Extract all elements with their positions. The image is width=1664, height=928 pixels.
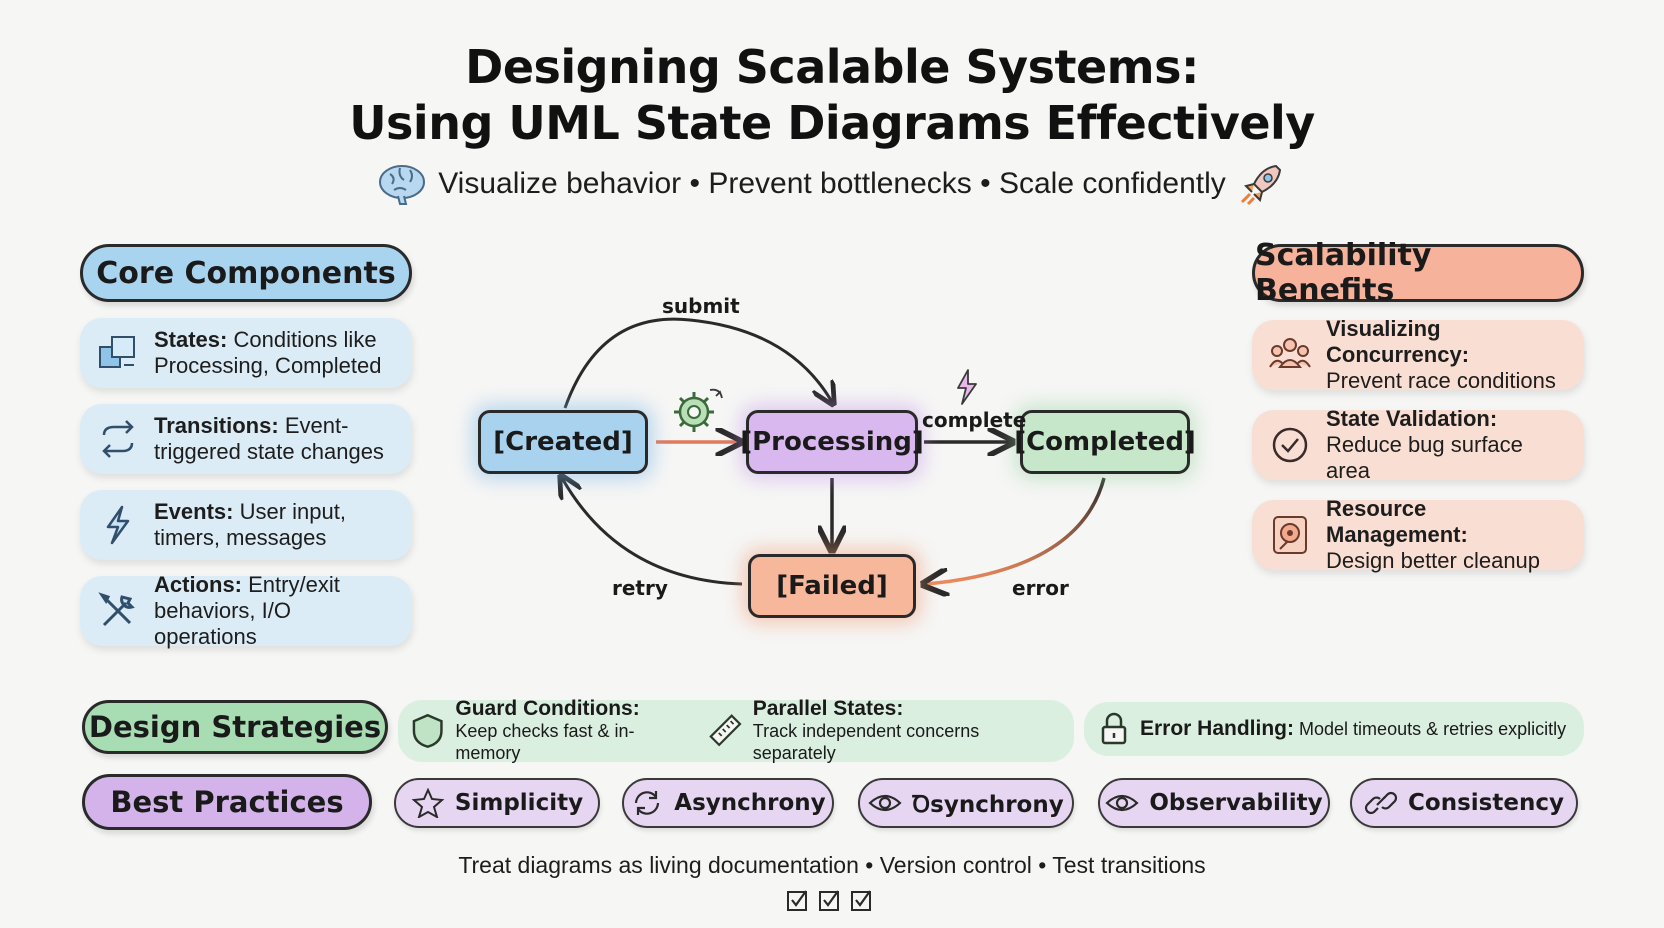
link-icon	[1364, 791, 1398, 815]
core-components-heading: Core Components	[80, 244, 412, 302]
page-title-line2: Using UML State Diagrams Effectively	[349, 96, 1315, 150]
core-card-events: Events: User input,timers, messages	[80, 490, 412, 560]
rocket-icon	[1240, 164, 1281, 206]
subtitle-text: Visualize behavior • Prevent bottlenecks…	[438, 167, 1226, 200]
best-practices-heading: Best Practices	[82, 774, 372, 830]
benefit-term-resource: Resource Management:	[1326, 496, 1468, 547]
practice-label-asynchrony: Asynchrony	[674, 790, 826, 816]
state-completed: [Completed]	[1014, 410, 1196, 474]
check-circle-icon	[1272, 427, 1308, 463]
practice-asynchrony: Asynchrony	[622, 778, 834, 828]
label-submit: submit	[662, 294, 740, 318]
tools-icon	[98, 592, 135, 627]
checkbox-icon	[850, 888, 874, 912]
lightning-icon	[106, 505, 130, 545]
strategy-desc-guard: Keep checks fast & in-memory	[455, 721, 635, 763]
shield-icon	[412, 713, 443, 749]
strategy-parallel-states: Parallel States:Track independent concer…	[707, 698, 1062, 764]
eye-icon	[868, 794, 902, 812]
edge-error	[926, 477, 1106, 584]
core-term-transitions: Transitions:	[154, 413, 279, 438]
benefit-card-validation: State Validation:Reduce bug surface area	[1252, 406, 1584, 483]
benefit-card-concurrency: Visualizing Concurrency:Prevent race con…	[1252, 316, 1584, 393]
design-strategies-heading: Design Strategies	[82, 700, 388, 754]
practice-observability: Observability	[1098, 778, 1330, 828]
edge-retry	[562, 478, 743, 586]
footer-checkboxes	[786, 888, 874, 912]
strategy-error-handling: Error Handling: Model timeouts & retries…	[1084, 702, 1584, 756]
practice-label-consistency: Consistency	[1408, 790, 1564, 816]
core-desc-actions-1: Entry/exit	[248, 572, 340, 597]
core-term-events: Events:	[154, 499, 234, 524]
lock-icon	[1101, 712, 1127, 745]
strategy-term-parallel: Parallel States:	[752, 697, 904, 720]
core-card-transitions: Transitions: Event-triggered state chang…	[80, 404, 412, 474]
benefit-desc-validation: Reduce bug surface area	[1326, 432, 1523, 483]
practice-simplicity: Simplicity	[394, 778, 600, 828]
strategy-term-guard: Guard Conditions:	[455, 697, 640, 720]
label-complete: complete	[922, 408, 1027, 432]
star-icon	[411, 788, 445, 818]
states-icon	[99, 336, 135, 368]
core-term-states: States:	[154, 327, 228, 352]
people-icon	[1269, 338, 1311, 368]
strategy-term-error: Error Handling:	[1140, 717, 1295, 740]
strategy-desc-parallel: Track independent concerns separately	[752, 721, 980, 763]
ruler-icon	[709, 714, 742, 747]
label-error: error	[1012, 576, 1069, 600]
core-desc-events-2: timers, messages	[154, 525, 327, 550]
benefit-term-concurrency: Visualizing Concurrency:	[1326, 316, 1470, 367]
benefit-card-resource: Resource Management:Design better cleanu…	[1252, 496, 1584, 573]
strategy-guard-conditions: Guard Conditions:Keep checks fast & in-m…	[410, 698, 695, 764]
page-title-line1: Designing Scalable Systems:	[465, 40, 1199, 94]
core-desc-events-1: User input,	[239, 499, 346, 524]
core-desc-states-2: Processing, Completed	[154, 353, 382, 378]
sync-icon	[635, 791, 660, 815]
state-processing: [Processing]	[740, 410, 924, 474]
core-desc-actions-2: behaviors, I/O operations	[154, 598, 291, 649]
practice-consistency: Consistency	[1350, 778, 1578, 828]
core-desc-transitions-1: Event-	[284, 413, 349, 438]
benefit-desc-concurrency: Prevent race conditions	[1326, 368, 1556, 393]
practice-label-observability: Observability	[1149, 790, 1323, 816]
gear-icon	[674, 388, 723, 432]
complete-lightning-icon	[957, 369, 977, 405]
edge-submit	[563, 317, 832, 408]
state-failed: [Failed]	[748, 554, 916, 618]
benefit-desc-resource: Design better cleanup	[1326, 548, 1541, 573]
transitions-icon	[102, 420, 134, 458]
brain-icon	[379, 165, 426, 205]
checkbox-icon	[786, 888, 810, 912]
eye-icon	[1105, 794, 1139, 812]
core-desc-states-1: Conditions like	[233, 327, 377, 352]
practice-dsynchrony: Ꝺsynchrony	[858, 778, 1074, 828]
strategy-desc-error: Model timeouts & retries explicitly	[1299, 719, 1567, 739]
state-created: [Created]	[478, 410, 648, 474]
practice-label-simplicity: Simplicity	[454, 790, 584, 816]
checkbox-icon	[818, 888, 842, 912]
resource-icon	[1273, 516, 1307, 554]
label-retry: retry	[612, 576, 668, 600]
benefit-term-validation: State Validation:	[1326, 406, 1498, 431]
core-desc-transitions-2: triggered state changes	[154, 439, 384, 464]
core-term-actions: Actions:	[154, 572, 242, 597]
practice-label-dsynchrony: Ꝺsynchrony	[912, 792, 1064, 818]
footer-text: Treat diagrams as living documentation •…	[458, 852, 1206, 878]
subtitle: Visualize behavior • Prevent bottlenecks…	[0, 160, 1664, 208]
strategy-bar-main: Guard Conditions:Keep checks fast & in-m…	[398, 698, 1074, 764]
